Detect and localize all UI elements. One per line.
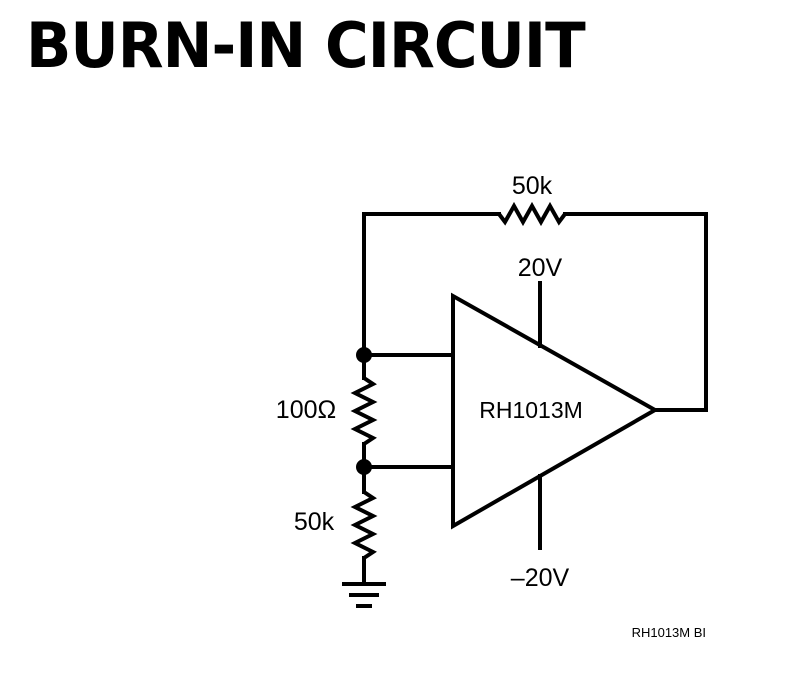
ground-resistor — [350, 490, 378, 560]
input-resistor — [350, 376, 378, 446]
feedback-resistor-label: 50k — [512, 172, 553, 200]
feedback-resistor — [497, 201, 567, 227]
supply-positive-label: 20V — [518, 254, 563, 282]
junction-dot-top — [356, 347, 372, 363]
supply-negative-label: –20V — [511, 564, 570, 592]
junction-dot-bottom — [356, 459, 372, 475]
figure-code: RH1013M BI — [632, 625, 706, 640]
feedback-wire-right — [563, 212, 708, 412]
ground-resistor-label: 50k — [294, 508, 335, 536]
page-title: BURN-IN CIRCUIT — [26, 9, 586, 82]
ground-symbol — [342, 582, 386, 608]
opamp-label: RH1013M — [479, 397, 583, 423]
opamp-symbol — [451, 292, 660, 530]
input-resistor-label: 100Ω — [276, 396, 336, 424]
feedback-wire-left — [362, 212, 501, 357]
